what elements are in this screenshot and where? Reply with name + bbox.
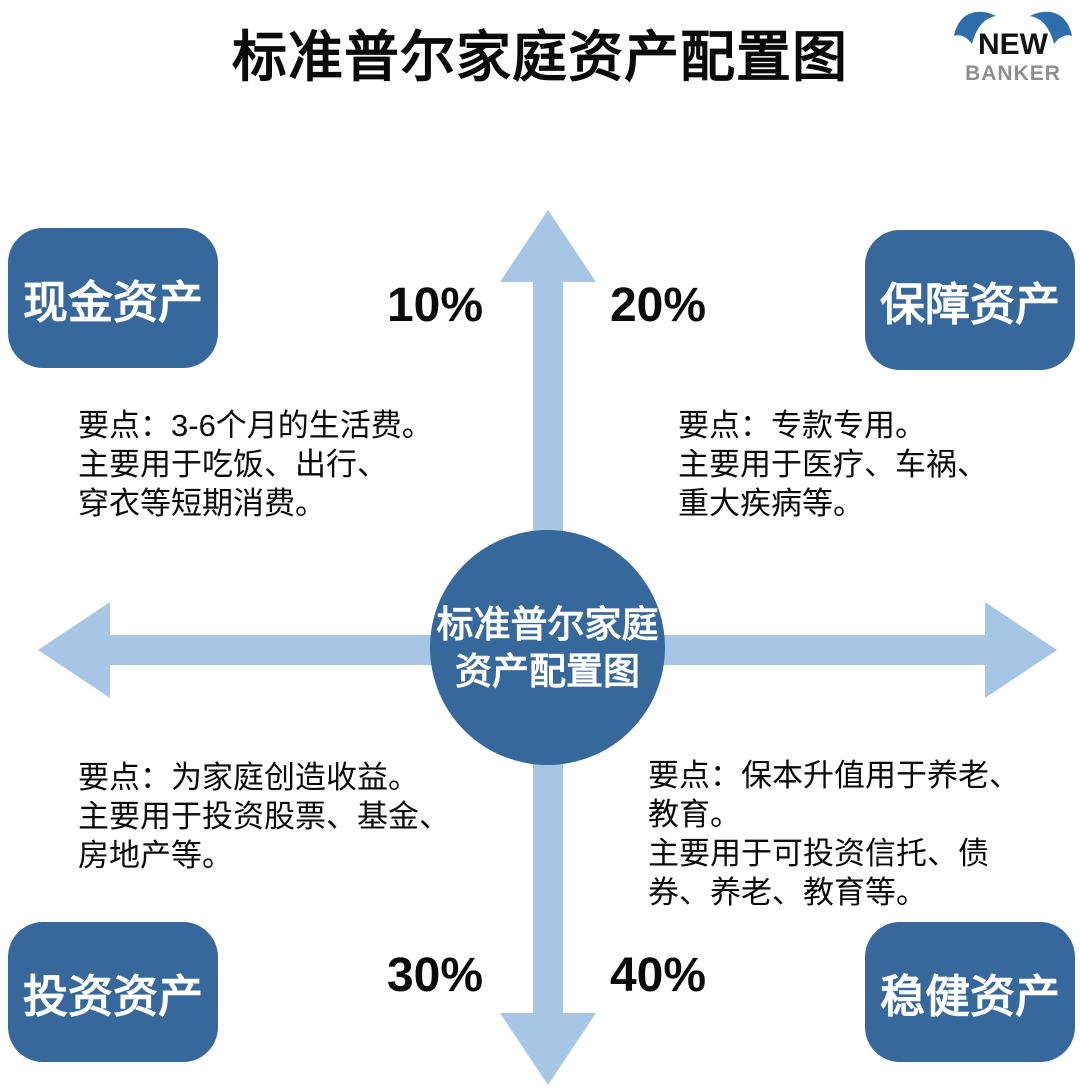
arrowhead-down-icon	[500, 1013, 596, 1085]
center-circle: 标准普尔家庭 资产配置图	[430, 530, 665, 765]
cash-assets-label: 现金资产	[22, 276, 203, 328]
center-circle-line1: 标准普尔家庭	[436, 603, 659, 645]
investment-assets-label: 投资资产	[22, 970, 203, 1022]
logo-text-banker: BANKER	[965, 62, 1061, 85]
description-cash-assets: 要点：3-6个月的生活费。 主要用于吃饭、出行、 穿衣等短期消费。	[78, 408, 433, 521]
percent-protection-assets: 20%	[609, 279, 707, 332]
percent-investment-assets: 30%	[386, 949, 484, 1002]
protection-assets-label: 保障资产	[879, 278, 1060, 330]
percent-cash-assets: 10%	[386, 279, 484, 332]
quadrant-label-protection-assets: 保障资产	[865, 230, 1075, 370]
quadrant-label-cash-assets: 现金资产	[8, 228, 218, 368]
description-stable-assets: 要点：保本升值用于养老、 教育。 主要用于可投资信托、债 券、养老、教育等。	[648, 758, 1020, 910]
page-title: 标准普尔家庭资产配置图	[231, 26, 848, 88]
center-circle-line2: 资产配置图	[455, 650, 640, 692]
arrowhead-up-icon	[500, 210, 596, 282]
newbanker-logo: NEW BANKER	[950, 2, 1076, 98]
percent-stable-assets: 40%	[609, 949, 707, 1002]
quadrant-label-stable-assets: 稳健资产	[865, 922, 1075, 1062]
logo-text-new: NEW	[978, 28, 1049, 61]
bull-horns-icon: NEW BANKER	[954, 11, 1072, 85]
arrowhead-right-icon	[985, 602, 1057, 698]
description-investment-assets: 要点：为家庭创造收益。 主要用于投资股票、基金、 房地产等。	[78, 760, 450, 873]
description-protection-assets: 要点：专款专用。 主要用于医疗、车祸、 重大疾病等。	[678, 408, 988, 521]
arrowhead-left-icon	[38, 602, 110, 698]
quadrant-label-investment-assets: 投资资产	[8, 922, 218, 1062]
stable-assets-label: 稳健资产	[879, 970, 1060, 1022]
